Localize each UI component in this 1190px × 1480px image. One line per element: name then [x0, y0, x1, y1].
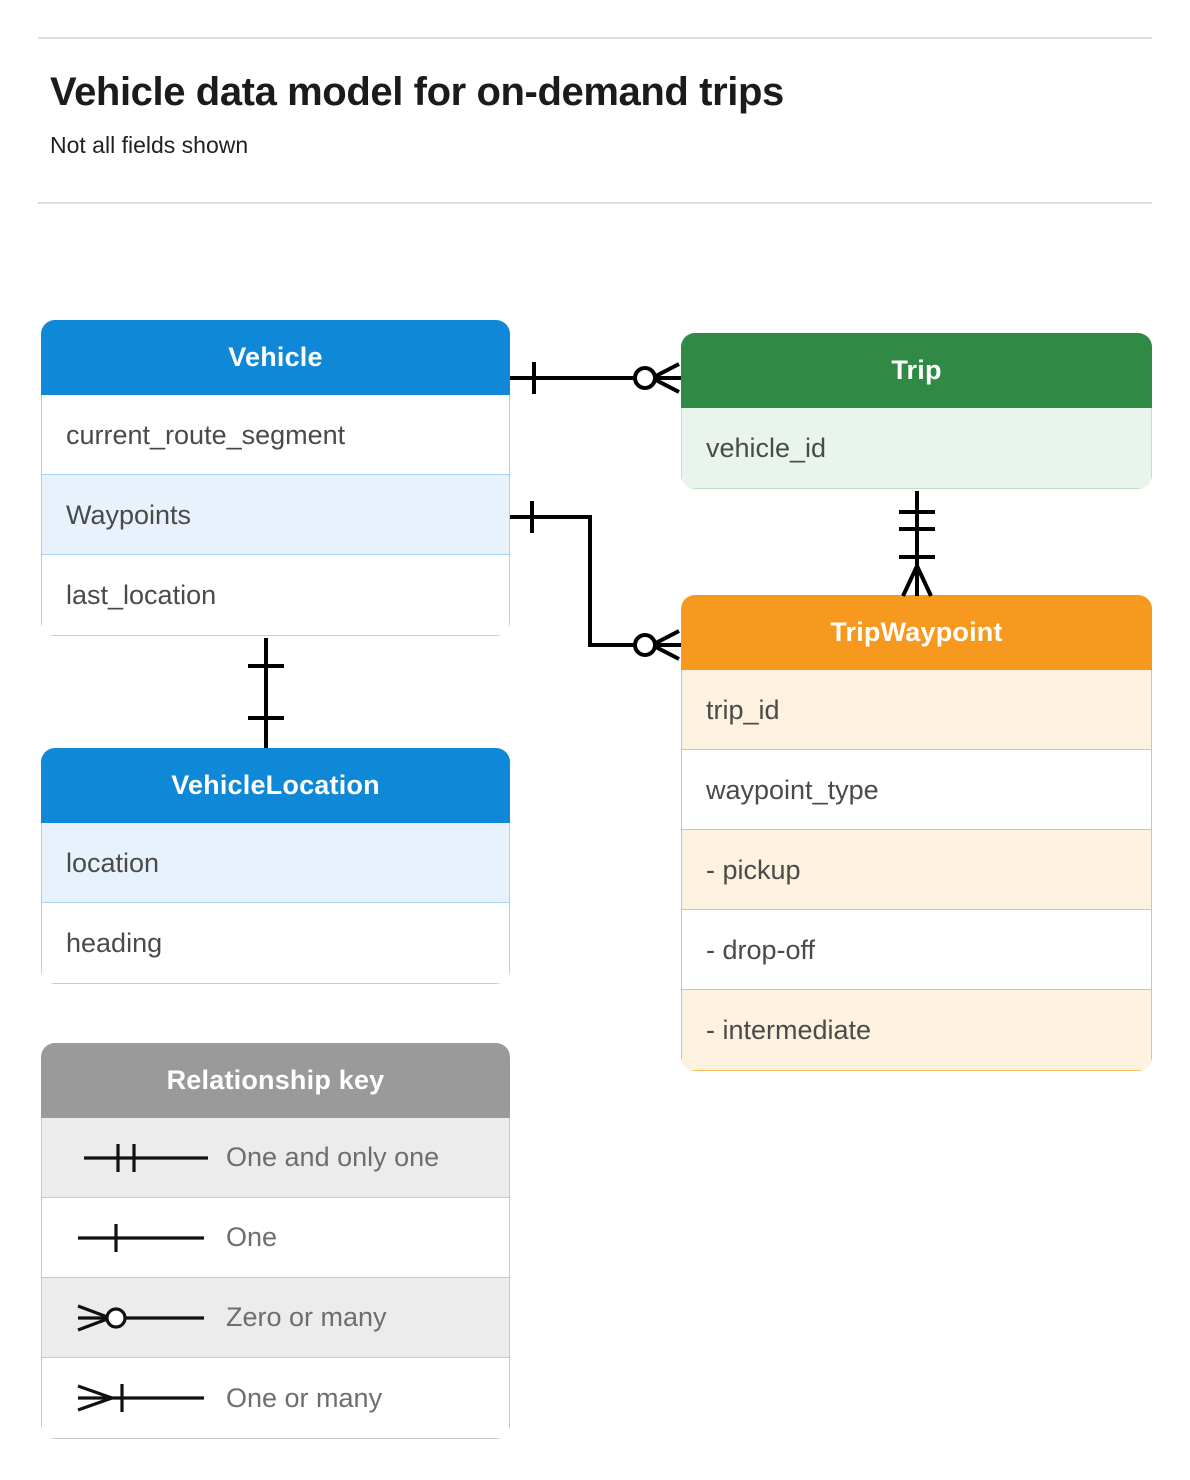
entity-trip-fields: vehicle_id — [681, 408, 1152, 489]
field-row[interactable]: - intermediate — [682, 990, 1151, 1070]
field-row[interactable]: last_location — [66, 580, 217, 610]
header-divider-bottom — [38, 202, 1152, 204]
connector-vehicle-to-trip — [510, 362, 681, 394]
entity-trip-title: Trip — [681, 333, 1152, 408]
entity-trip[interactable]: Trip vehicle_id — [681, 333, 1152, 489]
legend-rows: One and only one One Zero — [41, 1118, 510, 1439]
field-row[interactable]: trip_id — [682, 670, 1151, 750]
entity-trip-waypoint[interactable]: TripWaypoint trip_id waypoint_type - pic… — [681, 595, 1152, 1071]
entity-vehicle-location-fields: location heading — [41, 823, 510, 984]
zero-or-many-icon — [66, 1298, 226, 1338]
one-icon — [66, 1218, 226, 1258]
page-title: Vehicle data model for on-demand trips — [50, 70, 784, 114]
legend-item: One — [42, 1198, 509, 1278]
entity-vehicle-title: Vehicle — [41, 320, 510, 395]
legend-item-label: One and only one — [226, 1142, 440, 1172]
field-row[interactable]: - pickup — [682, 830, 1151, 910]
legend-item: One or many — [42, 1358, 509, 1438]
legend-item-label: Zero or many — [226, 1302, 387, 1332]
connector-trip-to-trip-waypoint — [899, 491, 935, 597]
entity-trip-waypoint-title: TripWaypoint — [681, 595, 1152, 670]
field-row[interactable]: current_route_segment — [42, 395, 509, 475]
one-and-only-one-icon — [66, 1138, 226, 1178]
page-subtitle: Not all fields shown — [50, 132, 249, 158]
entity-trip-waypoint-fields: trip_id waypoint_type - pickup - drop-of… — [681, 670, 1152, 1071]
field-row[interactable]: Waypoints — [42, 475, 509, 555]
connector-waypoints-to-trip-waypoint — [510, 501, 681, 661]
legend-title: Relationship key — [41, 1043, 510, 1118]
entity-vehicle[interactable]: Vehicle current_route_segment Waypoints … — [41, 320, 510, 636]
field-row[interactable]: waypoint_type — [682, 750, 1151, 830]
field-row[interactable]: location — [42, 823, 509, 903]
legend-item: Zero or many — [42, 1278, 509, 1358]
field-row[interactable]: vehicle_id — [682, 408, 1151, 488]
legend-item-label: One or many — [226, 1382, 383, 1413]
header-divider-top — [38, 37, 1152, 39]
one-or-many-icon — [66, 1378, 226, 1418]
field-row[interactable]: heading — [66, 928, 163, 958]
field-row[interactable]: - drop-off — [682, 910, 1151, 990]
entity-vehicle-location-title: VehicleLocation — [41, 748, 510, 823]
relationship-key-legend: Relationship key One and only one One — [41, 1043, 510, 1439]
entity-vehicle-location[interactable]: VehicleLocation location heading — [41, 748, 510, 984]
connector-vehicle-to-vehicle-location — [248, 638, 284, 748]
entity-vehicle-fields: current_route_segment Waypoints last_loc… — [41, 395, 510, 636]
legend-item-label: One — [226, 1222, 278, 1252]
legend-item: One and only one — [42, 1118, 509, 1198]
